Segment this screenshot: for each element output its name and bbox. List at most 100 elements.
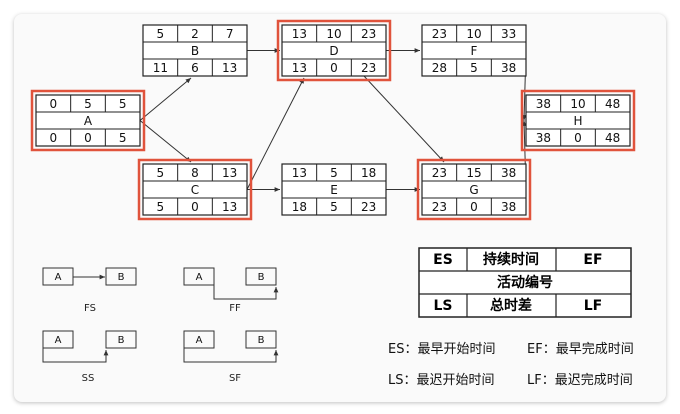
node-frame bbox=[35, 94, 141, 147]
dependency-type-ff: A B FF bbox=[183, 267, 279, 314]
node-frame bbox=[281, 163, 387, 216]
node-h-lf: 48 bbox=[605, 131, 620, 145]
ss-box-b bbox=[105, 330, 137, 349]
node-e-dur: 5 bbox=[330, 166, 338, 180]
ss-box-b-label: B bbox=[118, 335, 125, 346]
legend-es: ES bbox=[433, 252, 453, 268]
fs-box-a-label: A bbox=[55, 272, 62, 283]
ff-box-b bbox=[245, 267, 277, 286]
node-e-ef: 18 bbox=[361, 166, 376, 180]
arrow-d-g bbox=[363, 75, 445, 163]
arrow-a-c bbox=[139, 120, 192, 163]
node-e-tf: 5 bbox=[330, 200, 338, 214]
node-g-lf: 38 bbox=[501, 200, 516, 214]
sf-arrow bbox=[183, 340, 279, 363]
node-frame bbox=[421, 163, 527, 216]
node-g-dur: 15 bbox=[466, 166, 481, 180]
node-f-lf: 38 bbox=[501, 61, 516, 75]
arrow-c-d bbox=[246, 77, 305, 190]
definition-es: ES：最早开始时间 bbox=[388, 342, 496, 357]
node-g-ls: 23 bbox=[432, 200, 447, 214]
legend-duration: 持续时间 bbox=[483, 251, 539, 268]
node-e-ls: 18 bbox=[292, 200, 307, 214]
critical-path-highlight bbox=[416, 158, 532, 221]
node-h-es: 38 bbox=[536, 97, 551, 111]
definition-ef: EF：最早完成时间 bbox=[527, 342, 634, 357]
dependency-type-fs: A B FS bbox=[42, 267, 137, 314]
node-f-name: F bbox=[471, 44, 478, 58]
sf-box-a-label: A bbox=[196, 335, 203, 346]
arrow-a-b bbox=[139, 77, 192, 121]
node-c-dur: 8 bbox=[191, 166, 199, 180]
fs-box-b-label: B bbox=[118, 272, 125, 283]
node-h-ef: 48 bbox=[605, 97, 620, 111]
ss-box-a-label: A bbox=[55, 335, 62, 346]
node-b-dur: 2 bbox=[191, 27, 199, 41]
node-b-es: 5 bbox=[157, 27, 165, 41]
critical-path-highlight bbox=[30, 89, 146, 152]
node-frame bbox=[142, 24, 248, 77]
node-f-es: 23 bbox=[432, 27, 447, 41]
node-d-dur: 10 bbox=[326, 27, 341, 41]
node-c-ls: 5 bbox=[157, 200, 165, 214]
node-b-ef: 7 bbox=[226, 27, 234, 41]
legend-node: ES 持续时间 EF 活动编号 LS 总时差 LF bbox=[418, 247, 632, 318]
node-g-ef: 38 bbox=[501, 166, 516, 180]
ff-arrow bbox=[213, 277, 279, 300]
node-a-ef: 5 bbox=[119, 97, 127, 111]
node-h-name: H bbox=[573, 114, 582, 128]
node-f-ls: 28 bbox=[432, 61, 447, 75]
node-frame bbox=[281, 24, 387, 77]
node-b-tf: 6 bbox=[191, 61, 199, 75]
ff-box-a-label: A bbox=[196, 272, 203, 283]
sf-box-a bbox=[183, 330, 215, 349]
node-c-ef: 13 bbox=[222, 166, 237, 180]
node-d-name: D bbox=[329, 44, 338, 58]
legend-ef: EF bbox=[583, 252, 602, 268]
dependency-type-sf: A B SF bbox=[183, 330, 279, 384]
legend-frame bbox=[418, 247, 632, 318]
node-frame bbox=[525, 94, 631, 147]
critical-path-highlight bbox=[137, 158, 253, 221]
node-b-name: B bbox=[191, 44, 199, 58]
node-e-name: E bbox=[330, 183, 338, 197]
legend-lf: LF bbox=[584, 298, 602, 314]
fs-label: FS bbox=[84, 303, 96, 314]
node-b-lf: 13 bbox=[222, 61, 237, 75]
node-d-es: 13 bbox=[292, 27, 307, 41]
node-c-es: 5 bbox=[157, 166, 165, 180]
node-a-es: 0 bbox=[50, 97, 58, 111]
ss-box-a bbox=[42, 330, 74, 349]
node-frame bbox=[421, 24, 527, 77]
ss-arrow bbox=[42, 340, 109, 363]
node-g-tf: 0 bbox=[470, 200, 478, 214]
node-c-lf: 13 bbox=[222, 200, 237, 214]
sf-box-b-label: B bbox=[258, 335, 265, 346]
node-f-ef: 33 bbox=[501, 27, 516, 41]
node-d-ef: 23 bbox=[361, 27, 376, 41]
fs-box-b bbox=[105, 267, 137, 286]
definition-lf: LF：最迟完成时间 bbox=[527, 373, 633, 388]
node-a-dur: 5 bbox=[84, 97, 92, 111]
dependency-type-ss: A B SS bbox=[42, 330, 137, 384]
definition-ls: LS：最迟开始时间 bbox=[388, 373, 495, 388]
node-b-ls: 11 bbox=[153, 61, 168, 75]
node-h-ls: 38 bbox=[536, 131, 551, 145]
critical-path-highlight bbox=[276, 19, 392, 82]
node-e-es: 13 bbox=[292, 166, 307, 180]
node-e-lf: 23 bbox=[361, 200, 376, 214]
node-d-tf: 0 bbox=[330, 61, 338, 75]
node-a-tf: 0 bbox=[84, 131, 92, 145]
node-a-ls: 0 bbox=[50, 131, 58, 145]
ff-box-b-label: B bbox=[258, 272, 265, 283]
ff-box-a bbox=[183, 267, 215, 286]
